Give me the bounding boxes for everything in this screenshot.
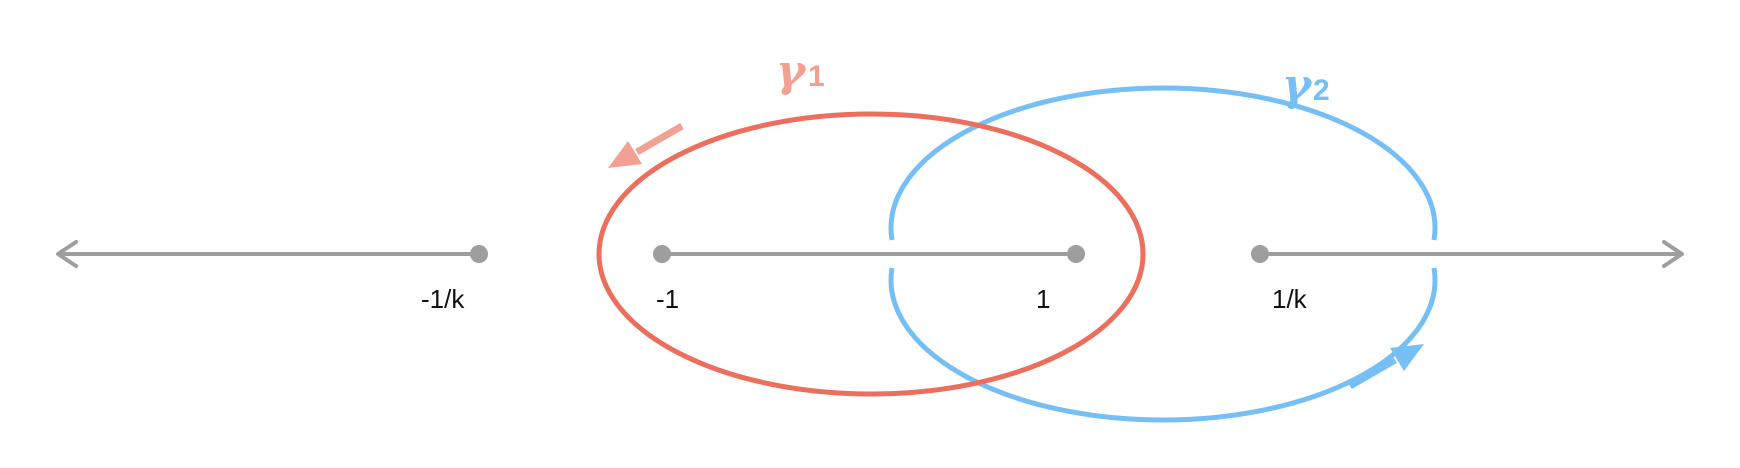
- label-neg-one: -1: [656, 284, 679, 314]
- right-arrowhead-icon: [1662, 240, 1684, 268]
- point-neg-inv-k: [470, 245, 488, 263]
- gamma1-contour: [596, 111, 1146, 397]
- gamma1-label: γ 1: [776, 46, 825, 97]
- gamma1-label-subscript: 1: [808, 60, 825, 93]
- gamma2-label-symbol: γ: [1282, 60, 1313, 111]
- point-one: [1067, 245, 1085, 263]
- gamma2-label-subscript: 2: [1313, 74, 1330, 107]
- gamma1-direction-shaft: [635, 122, 684, 156]
- label-neg-inv-k: -1/k: [421, 284, 465, 314]
- point-inv-k: [1251, 245, 1269, 263]
- gamma2-contour-lower: [888, 267, 1438, 423]
- left-arrowhead-icon: [56, 240, 78, 268]
- gamma2-label: γ 2: [1282, 60, 1330, 111]
- label-inv-k: 1/k: [1272, 284, 1308, 314]
- gamma1-label-symbol: γ: [776, 46, 807, 97]
- point-neg-one: [653, 245, 671, 263]
- gamma1-direction-arrow-icon: [608, 141, 642, 168]
- gamma2-direction-shaft: [1348, 356, 1397, 390]
- gamma2-direction-arrow-icon: [1390, 344, 1424, 371]
- gamma2-contour-upper: [888, 85, 1438, 241]
- label-one: 1: [1036, 284, 1050, 314]
